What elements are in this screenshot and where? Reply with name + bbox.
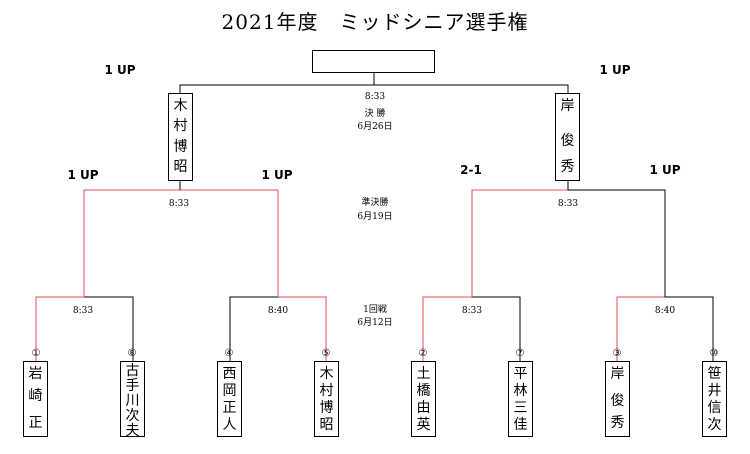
name-char: 昭	[319, 417, 334, 433]
final-round-label: 決 勝	[364, 109, 386, 119]
bracket-line	[665, 296, 714, 361]
name-char: 岸	[610, 366, 625, 382]
name-char: 昭	[173, 158, 188, 175]
bracket-line	[35, 296, 85, 361]
bracket-line	[471, 296, 521, 361]
player-8: 笹 井 信 次	[702, 361, 727, 437]
name-char: 土	[416, 366, 431, 382]
player-2: 古 手 川 次 夫	[120, 361, 145, 439]
final-round-date: 6月26日	[357, 122, 393, 132]
seed-2: ⑧	[127, 348, 137, 359]
name-char: 人	[222, 417, 237, 433]
name-char: 俊	[610, 393, 625, 409]
score-semi-left: 1 UP	[104, 63, 136, 77]
semi-winner-left: 木 村 博 昭	[168, 93, 193, 181]
name-char: 西	[222, 366, 237, 382]
seed-8: ⑩	[709, 348, 719, 359]
player-1: 岩 崎 正	[23, 361, 48, 437]
name-char: 博	[319, 400, 334, 416]
player-3: 西 岡 正 人	[217, 361, 242, 437]
first-time-2: 8:40	[267, 306, 289, 316]
seed-7: ③	[612, 348, 622, 359]
semi-winner-right: 岸 俊 秀	[555, 93, 580, 181]
name-char: 村	[319, 383, 334, 399]
name-char: 英	[416, 417, 431, 433]
champion-box	[312, 50, 435, 73]
name-char: 井	[707, 383, 722, 399]
bracket-line	[422, 296, 472, 361]
semi-round-date: 6月19日	[357, 212, 393, 222]
name-char: 橋	[416, 383, 431, 399]
bracket-line	[83, 189, 180, 297]
first-round-date: 6月12日	[357, 318, 393, 328]
page-title: 2021年度 ミッドシニア選手権	[221, 10, 529, 34]
name-char: 笹	[707, 366, 722, 382]
score-first-2: 1 UP	[261, 168, 293, 182]
first-time-3: 8:33	[461, 306, 483, 316]
semi-time-right: 8:33	[557, 199, 579, 209]
name-char: 次	[125, 408, 140, 424]
player-5: 土 橋 由 英	[411, 361, 436, 437]
name-char: 崎	[28, 388, 43, 404]
bracket-line	[180, 189, 279, 297]
player-6: 平 林 三 佳	[508, 361, 533, 437]
name-char: 俊	[560, 133, 575, 149]
score-semi-right: 1 UP	[599, 63, 631, 77]
name-char: 川	[125, 393, 140, 409]
bracket-line	[278, 296, 327, 361]
name-char: 岩	[28, 366, 43, 382]
name-char: 木	[173, 98, 188, 114]
name-char: 平	[513, 366, 528, 382]
bracket-line	[616, 296, 665, 361]
score-first-1: 1 UP	[67, 168, 99, 182]
name-char: 夫	[125, 423, 140, 439]
seed-3: ④	[224, 348, 234, 359]
name-char: 岡	[222, 383, 237, 399]
player-4: 木 村 博 昭	[314, 361, 339, 437]
player-7: 岸 俊 秀	[605, 361, 630, 437]
name-char: 林	[513, 383, 528, 399]
seed-6: ⑦	[515, 348, 525, 359]
name-char: 博	[173, 138, 188, 155]
first-time-4: 8:40	[654, 306, 676, 316]
name-char: 正	[222, 400, 237, 416]
score-first-3: 2-1	[460, 163, 482, 177]
name-char: 由	[416, 400, 431, 416]
name-char: 村	[173, 118, 188, 135]
semi-time-left: 8:33	[168, 199, 190, 209]
first-round-label: 1回戦	[363, 305, 387, 315]
name-char: 岸	[560, 98, 575, 114]
score-first-4: 1 UP	[649, 163, 681, 177]
name-char: 次	[707, 417, 722, 433]
seed-5: ②	[418, 348, 428, 359]
bracket-line	[84, 296, 134, 361]
bracket-line	[229, 296, 278, 361]
name-char: 三	[513, 400, 528, 416]
semi-round-label: 準決勝	[361, 198, 389, 208]
name-char: 古	[125, 363, 140, 379]
name-char: 秀	[560, 159, 575, 175]
name-char: 信	[707, 400, 722, 416]
name-char: 秀	[610, 415, 625, 431]
seed-1: ①	[31, 348, 41, 359]
bracket-line	[471, 189, 568, 297]
seed-4: ⑤	[321, 348, 331, 359]
name-char: 佳	[513, 417, 528, 433]
first-time-1: 8:33	[72, 306, 94, 316]
final-time: 8:33	[364, 92, 386, 102]
name-char: 手	[125, 378, 140, 394]
bracket-line	[568, 189, 666, 297]
name-char: 正	[28, 415, 43, 431]
name-char: 木	[319, 366, 334, 382]
